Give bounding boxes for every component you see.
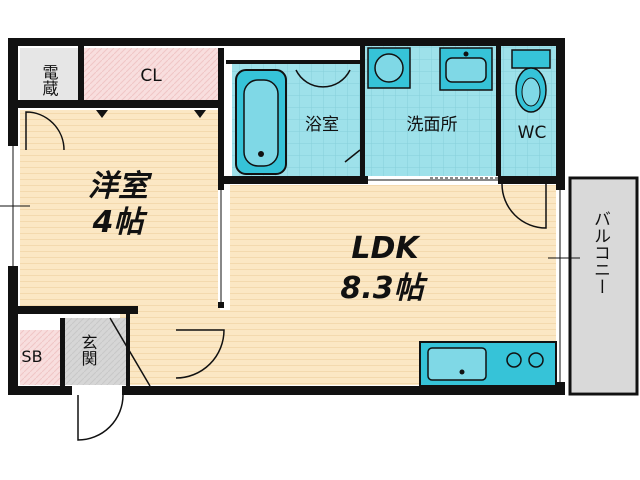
washing-machine-icon	[367, 47, 411, 89]
bathtub-icon	[235, 69, 287, 175]
door-swings	[25, 111, 547, 441]
kitchen-counter-icon	[419, 341, 557, 387]
ldk-label: LDK	[351, 231, 421, 266]
entrance-step	[109, 317, 151, 387]
balcony-rail	[568, 176, 639, 396]
entrance-label: 玄関	[79, 334, 98, 367]
toilet-label: WC	[518, 123, 547, 143]
sink-icon	[439, 47, 493, 91]
western-room-floor	[20, 110, 220, 310]
hall-floor	[120, 310, 230, 385]
toilet-icon	[511, 49, 551, 113]
closet-label: CL	[140, 66, 162, 86]
ldk-size: 8.3帖	[340, 271, 428, 306]
shoe-box-area	[20, 330, 60, 385]
bathroom-label: 浴室	[305, 115, 339, 135]
fridge-label: 電蔵	[40, 64, 59, 96]
fridge-space	[20, 48, 78, 100]
western-room-size: 4帖	[92, 205, 149, 240]
western-room-label: 洋室	[88, 169, 153, 204]
closet-doors	[96, 110, 206, 118]
balcony-floor	[570, 180, 637, 392]
washroom-label: 洗面所	[407, 115, 458, 135]
balcony-label: バルコニー	[590, 210, 610, 295]
closet-floor	[84, 48, 218, 100]
shoe-box-label: SB	[21, 347, 42, 366]
